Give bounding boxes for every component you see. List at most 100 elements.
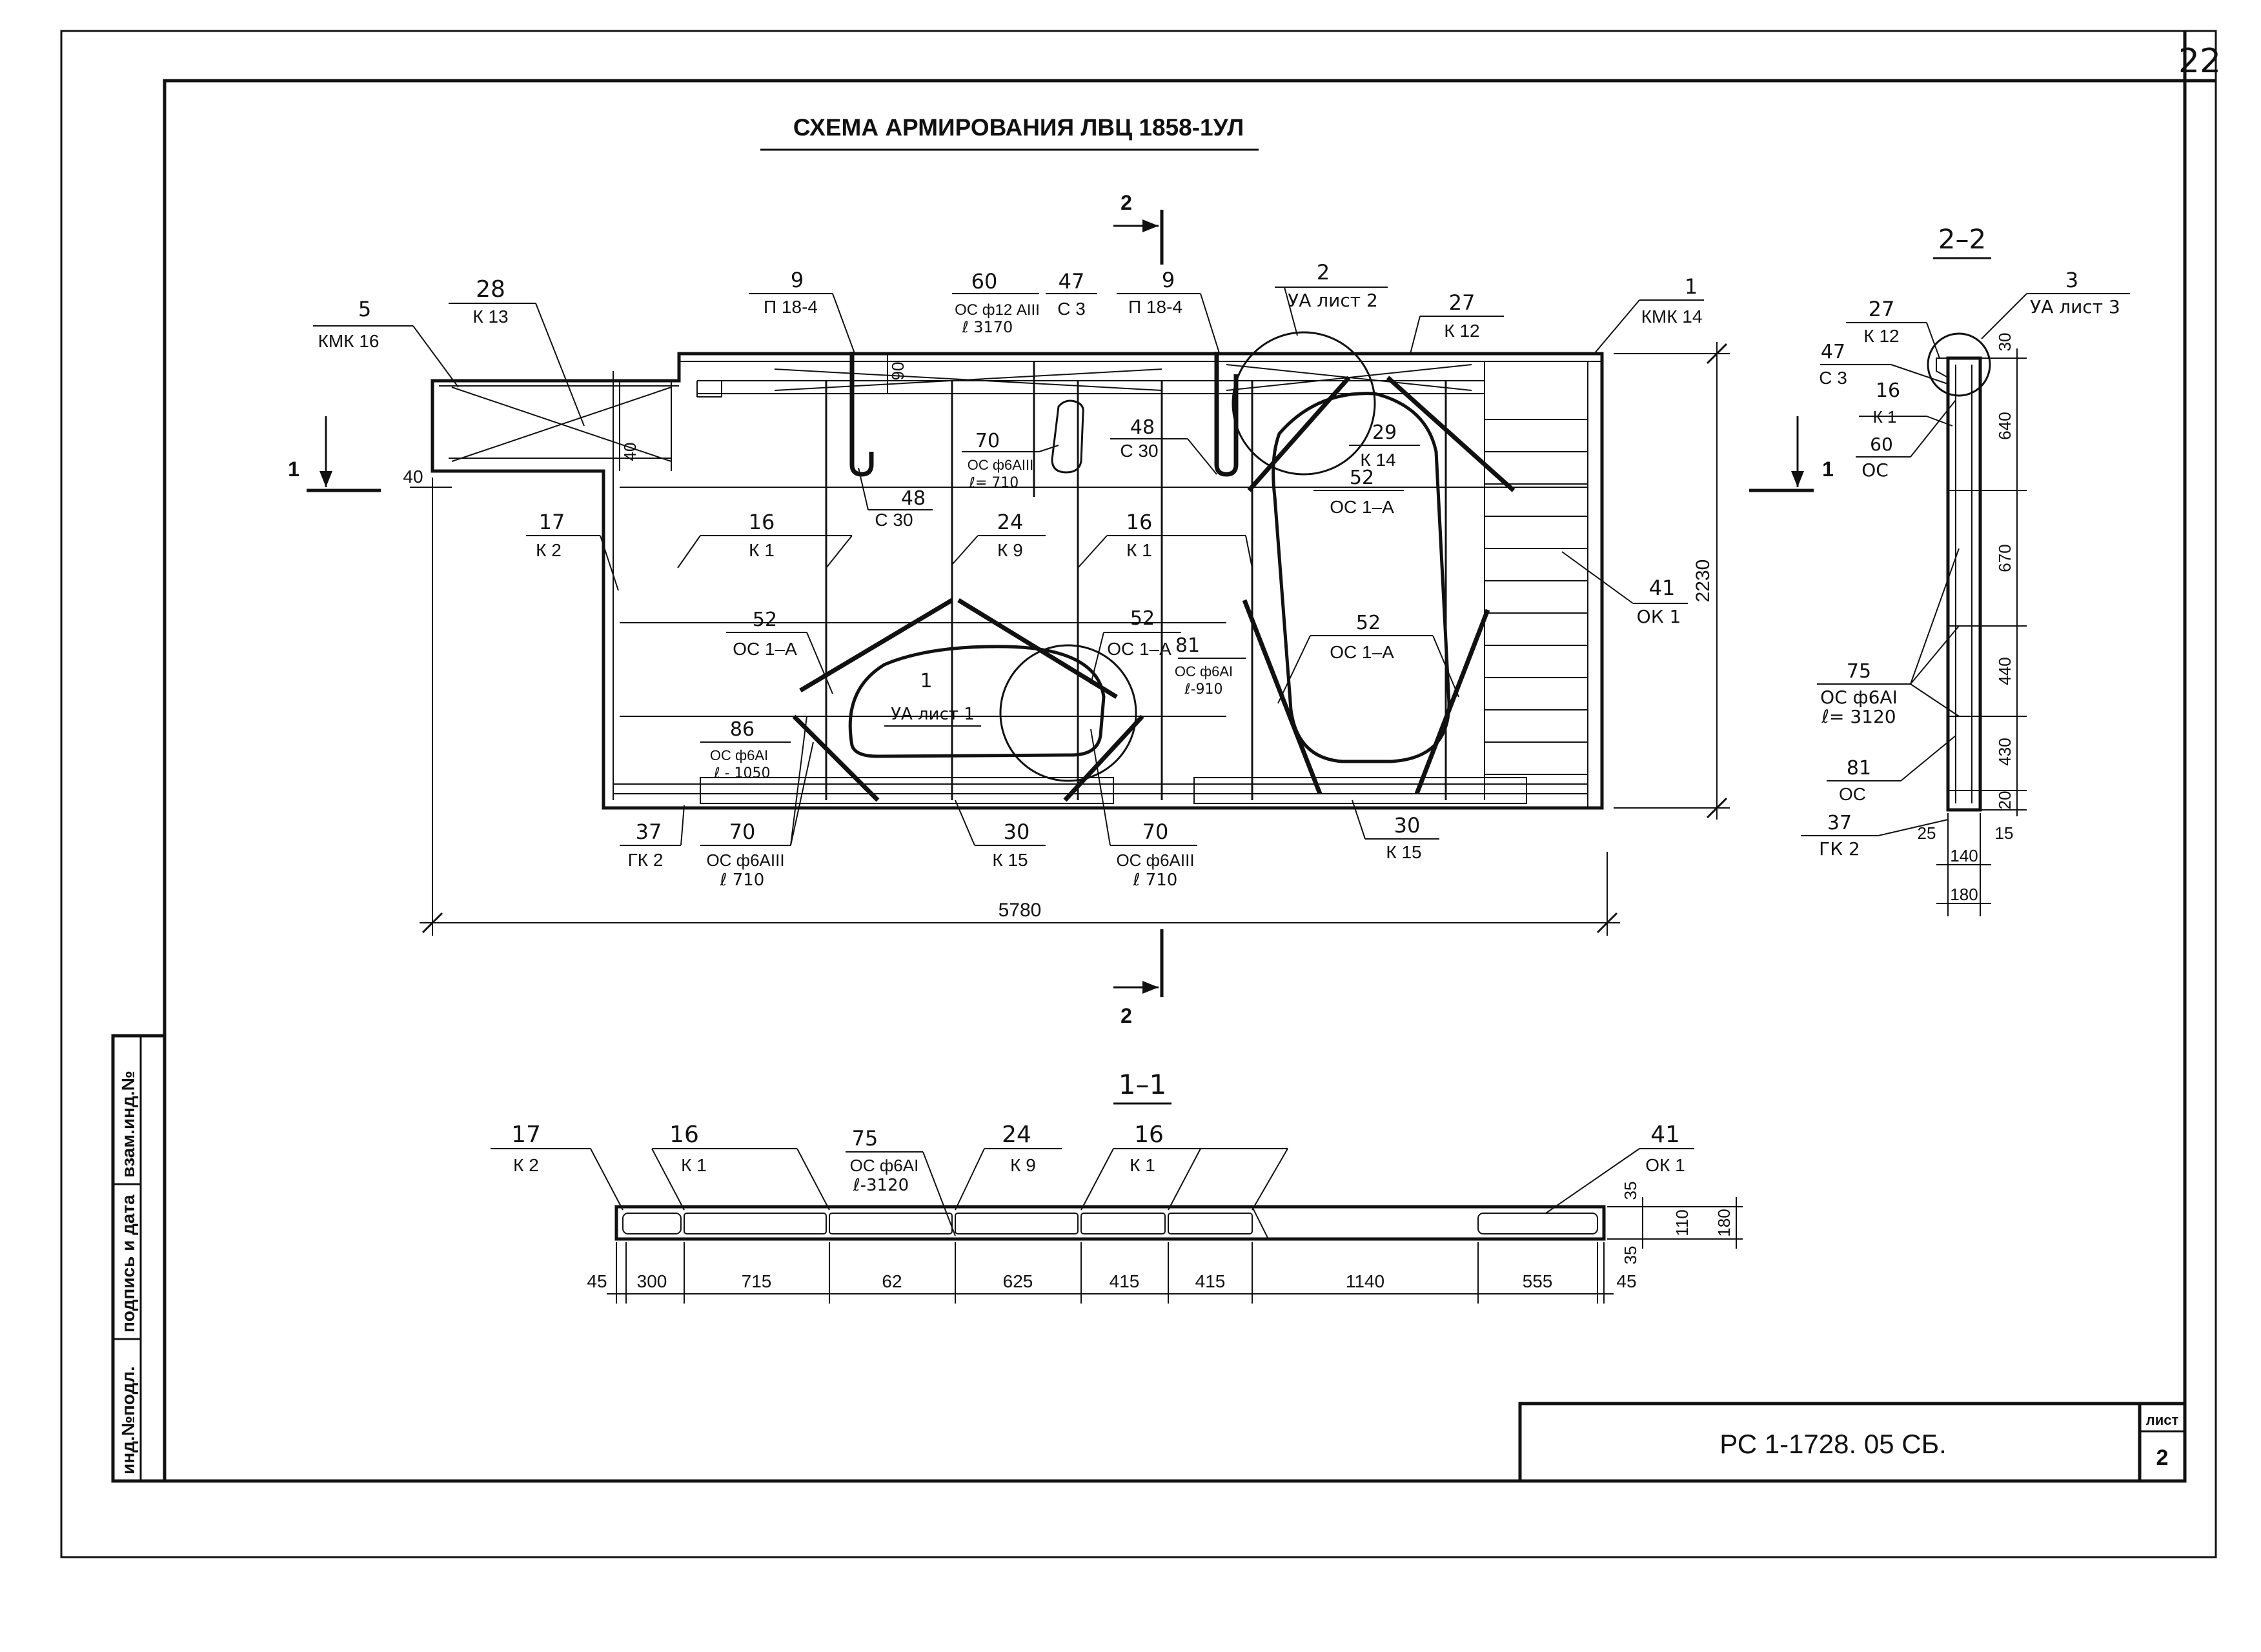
svg-text:ℓ-3120: ℓ-3120 [853,1176,909,1195]
svg-text:27: 27 [1869,297,1895,321]
svg-text:К 12: К 12 [1444,321,1479,341]
section-1-1: 1–1 45 300 715 62 625 41 [491,1069,1743,1304]
svg-text:9: 9 [1162,268,1175,292]
callout-16-left: 16 К 1 [677,510,853,569]
svg-text:1: 1 [1685,274,1698,299]
svg-text:37: 37 [636,820,662,844]
svg-text:П 18-4: П 18-4 [1128,297,1182,317]
svg-text:81: 81 [1175,634,1200,657]
callout-41: 41 ОК 1 [1561,551,1688,627]
svg-text:180: 180 [1950,885,1978,904]
callout-1-lower: 1 УА лист 1 [884,670,981,727]
inner-frame [163,79,2187,1483]
svg-text:440: 440 [1995,657,2014,685]
callout-52-left: 52 ОС 1–А [726,609,833,694]
callout-24: 24 К 9 [951,510,1046,565]
svg-text:С 30: С 30 [875,510,913,530]
svg-text:К 13: К 13 [472,307,508,327]
side-stamp: инд.№подл. подпись и дата взам.инд.№ [111,1034,167,1483]
svg-text:ℓ 3170: ℓ 3170 [962,318,1013,336]
svg-text:К 9: К 9 [1010,1155,1036,1175]
svg-text:52: 52 [753,609,777,631]
svg-text:555: 555 [1523,1271,1553,1291]
title-block-sheet-value: 2 [2156,1446,2169,1470]
s11-callout-24: 24 К 9 [955,1122,1062,1211]
svg-text:К 9: К 9 [997,540,1023,560]
svg-text:С 3: С 3 [1819,368,1847,388]
svg-text:ℓ 710: ℓ 710 [720,871,765,890]
callout-70-top: 70 ОС ф6АIII ℓ= 710 [962,430,1059,491]
svg-text:ОС ф6АIII: ОС ф6АIII [968,457,1033,473]
svg-text:25: 25 [1918,823,1936,843]
s22-callout-81: 81 ОС [1827,735,1956,804]
svg-text:16: 16 [1126,510,1153,534]
svg-text:9: 9 [791,268,804,292]
s22-callout-60: 60 ОС [1856,399,1956,481]
svg-text:К 2: К 2 [536,540,562,560]
svg-text:75: 75 [852,1126,878,1151]
callout-5: 5 КМК 16 [313,297,459,388]
dim-40-left: 40 [403,467,423,487]
callout-70-right: 70 ОС ф6АIII ℓ 710 [1090,729,1197,890]
svg-text:60: 60 [1870,434,1893,455]
svg-text:1: 1 [920,670,932,692]
svg-text:37: 37 [1827,812,1852,834]
svg-text:52: 52 [1350,467,1374,489]
title-block: РС 1-1728. 05 СБ. лист 2 [1518,1402,2187,1483]
section-2-2-title: 2–2 [1938,223,1986,255]
detail-circle-1 [999,644,1137,782]
svg-text:35: 35 [1621,1182,1640,1200]
stamp-col1: инд.№подл. [118,1366,138,1475]
svg-text:24: 24 [997,510,1024,534]
svg-text:415: 415 [1195,1271,1226,1291]
panel-outline [431,352,1604,810]
svg-text:С 30: С 30 [1120,441,1158,461]
svg-text:30: 30 [1995,333,2014,352]
callout-48-left: 48 С 30 [858,467,933,530]
s22-callout-47: 47 С 3 [1819,341,1949,388]
svg-text:17: 17 [511,1122,541,1148]
svg-text:ОС ф6АIII: ОС ф6АIII [706,851,784,870]
svg-text:52: 52 [1130,607,1155,630]
svg-text:ℓ-910: ℓ-910 [1184,681,1222,698]
title-block-code: РС 1-1728. 05 СБ. [1719,1429,1947,1459]
svg-text:415: 415 [1110,1271,1140,1291]
callout-70-left: 70 ОС ф6АIII ℓ 710 [700,716,814,890]
svg-text:ℓ= 710: ℓ= 710 [969,475,1019,491]
callout-60: 60 ОС ф12 АIII ℓ 3170 [952,269,1040,336]
svg-text:625: 625 [1003,1271,1033,1291]
s11-callout-75: 75 ОС ф6АI ℓ-3120 [846,1126,956,1236]
svg-text:К 1: К 1 [749,540,775,560]
callout-29: 29 К 14 [1349,421,1420,470]
callout-1-top: 1 КМК 14 [1594,274,1704,354]
callout-86: 86 ОС ф6АI ℓ - 1050 [700,718,791,781]
svg-text:К 2: К 2 [513,1155,539,1175]
s22-callout-37: 37 ГК 2 [1801,812,1949,860]
svg-text:180: 180 [1714,1209,1734,1236]
s22-callout-3: 3 УА лист 3 [1981,268,2130,339]
dim-40-vertical: 40 [620,443,640,461]
svg-text:110: 110 [1672,1209,1692,1236]
svg-text:К 15: К 15 [992,850,1028,870]
callout-48-right: 48 С 30 [1110,416,1217,475]
svg-text:К 15: К 15 [1386,842,1421,862]
svg-text:ОС: ОС [1839,784,1866,804]
svg-text:1140: 1140 [1346,1271,1384,1291]
outer-frame [60,30,2217,1558]
svg-text:2: 2 [1317,260,1330,285]
svg-text:670: 670 [1995,544,2014,572]
section-mark-bottom: 2 [1113,929,1164,1027]
section-2-2: 2–2 30 640 670 440 430 20 25 1 [1801,223,2130,916]
svg-text:70: 70 [975,430,1000,452]
svg-text:ОС ф6АI: ОС ф6АI [710,747,768,763]
s11-callout-16-left: 16 К 1 [651,1122,830,1211]
svg-text:28: 28 [476,276,505,303]
callout-52-right-top: 52 ОС 1–А [1313,467,1404,517]
s22-callout-16: 16 К 1 [1859,379,1953,427]
svg-text:ОК 1: ОК 1 [1637,606,1681,627]
svg-text:41: 41 [1650,1122,1680,1148]
svg-text:ℓ 710: ℓ 710 [1133,871,1178,890]
dim-2230: 2230 [1692,559,1714,603]
stamp-col2: подпись и дата [118,1194,138,1333]
